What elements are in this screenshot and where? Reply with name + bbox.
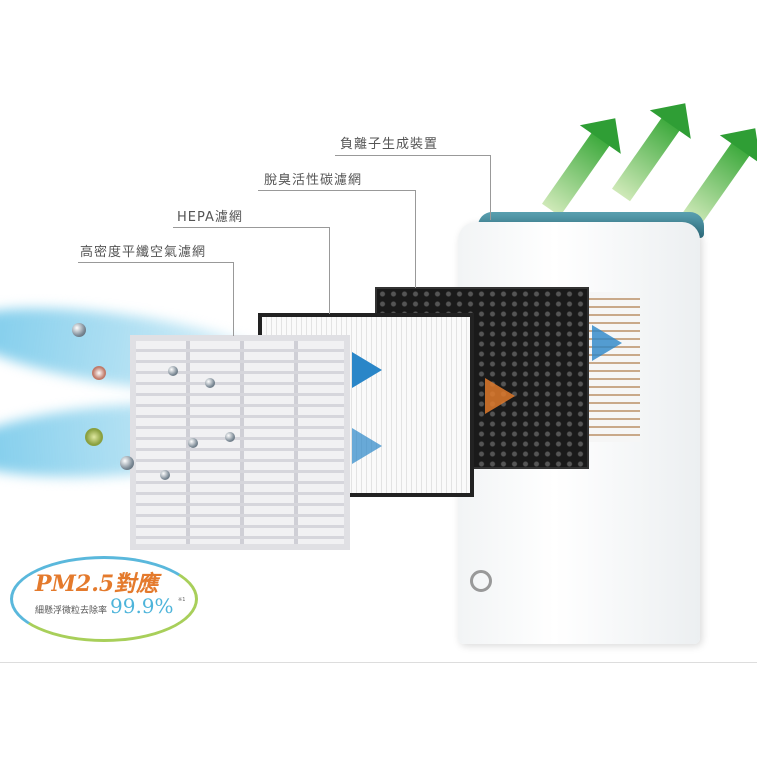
leader-line [329, 227, 330, 314]
green-arrow-icon [541, 129, 612, 217]
dust-particle-icon [205, 378, 215, 388]
dust-particle-icon [188, 438, 198, 448]
dust-particle-icon [160, 470, 170, 480]
dehumidifier-vent [588, 292, 640, 442]
leader-line [233, 262, 234, 336]
dust-particle-icon [72, 323, 86, 337]
badge-percent: 99.9% [110, 594, 174, 618]
airflow-arrow-icon [352, 428, 382, 464]
dust-particle-icon [168, 366, 178, 376]
airflow-arrow-icon [352, 352, 382, 388]
leader-line [335, 155, 490, 156]
dust-particle-icon [85, 428, 103, 446]
badge-note: ※1 [178, 597, 186, 603]
leader-line [258, 190, 415, 191]
dust-particle-icon [92, 366, 106, 380]
pre-filter-grille [130, 335, 350, 550]
leader-line [78, 262, 234, 263]
airflow-arrow-icon [485, 378, 515, 414]
label-carbon-filter: 脫臭活性碳濾網 [264, 173, 363, 188]
leader-line [490, 155, 491, 220]
airflow-arrow-icon [592, 325, 622, 361]
label-ion-generator: 負離子生成裝置 [340, 137, 439, 152]
dust-particle-icon [225, 432, 235, 442]
drain-port [470, 570, 492, 592]
dust-particle-icon [120, 456, 134, 470]
divider [0, 662, 757, 663]
leader-line [173, 227, 330, 228]
badge-subtitle: 細懸浮微粒去除率 [35, 606, 108, 616]
label-pre-filter: 高密度平纖空氣濾網 [80, 245, 207, 260]
leader-line [415, 190, 416, 288]
pm25-badge [10, 556, 198, 642]
badge-title: PM2.5對應 [35, 571, 159, 597]
label-hepa-filter: HEPA濾網 [177, 210, 243, 225]
